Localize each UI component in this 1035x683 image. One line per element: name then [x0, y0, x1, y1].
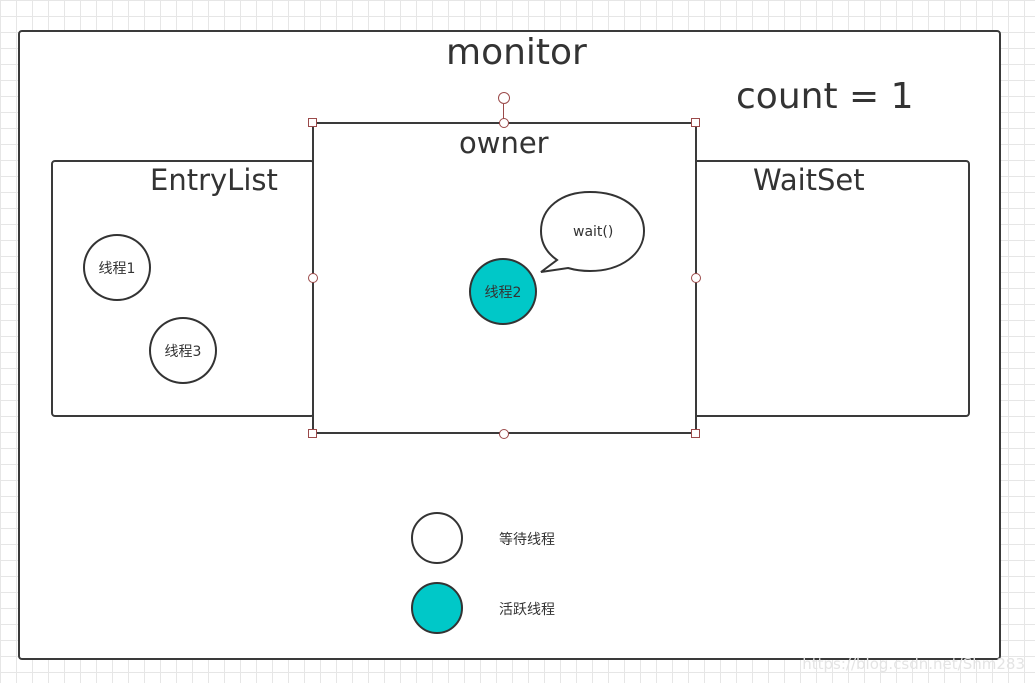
legend-waiting-swatch: [411, 512, 463, 564]
owner-title: owner: [459, 126, 549, 160]
thread-1-circle: 线程1: [83, 234, 151, 301]
waitset-title: WaitSet: [753, 163, 865, 197]
resize-handle-bottom-right[interactable]: [691, 429, 700, 438]
waitset-box: [693, 160, 970, 417]
count-label: count = 1: [736, 76, 914, 117]
speech-bubble-text: wait(): [573, 224, 614, 240]
legend-active-swatch: [411, 582, 463, 634]
rotation-handle-stem: [503, 104, 504, 122]
legend-waiting-label: 等待线程: [499, 532, 555, 548]
resize-handle-top-left[interactable]: [308, 118, 317, 127]
resize-handle-top[interactable]: [499, 118, 509, 128]
resize-handle-bottom-left[interactable]: [308, 429, 317, 438]
resize-handle-left[interactable]: [308, 273, 318, 283]
resize-handle-right[interactable]: [691, 273, 701, 283]
monitor-title: monitor: [446, 32, 587, 73]
thread-2-circle: 线程2: [469, 258, 537, 325]
speech-bubble: [539, 190, 646, 273]
thread-3-circle: 线程3: [149, 317, 217, 384]
watermark: https://blog.csdn.net/Shm283: [802, 655, 1025, 673]
entrylist-title: EntryList: [150, 163, 278, 197]
resize-handle-top-right[interactable]: [691, 118, 700, 127]
resize-handle-bottom[interactable]: [499, 429, 509, 439]
legend-active-label: 活跃线程: [499, 602, 555, 618]
rotation-handle[interactable]: [498, 92, 510, 104]
